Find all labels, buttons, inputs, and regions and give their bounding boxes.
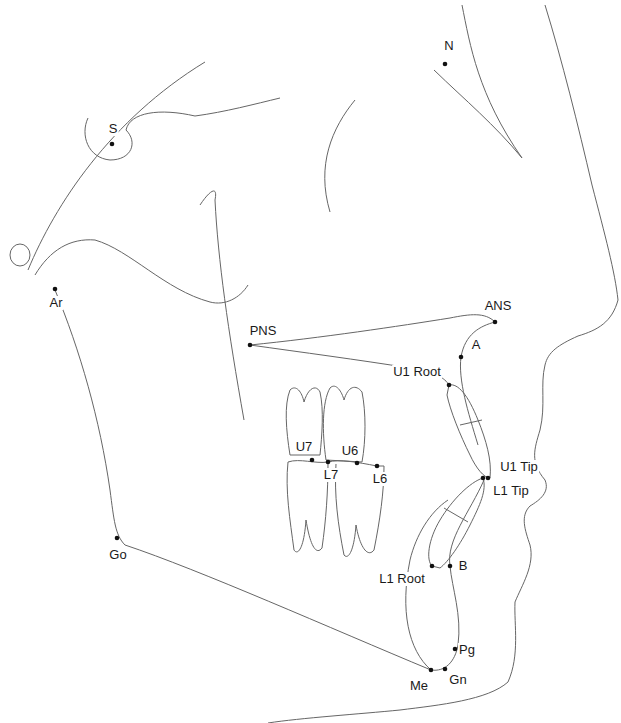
landmark-dot (493, 320, 498, 325)
landmark-dot (310, 458, 315, 463)
landmark-label: ANS (484, 299, 513, 313)
nasal-bone (434, 70, 522, 158)
landmark-label: L1 Root (378, 572, 426, 586)
landmark-dot (481, 476, 486, 481)
landmark-dot (453, 647, 458, 652)
landmark-dot (486, 476, 491, 481)
occlusal-line (288, 461, 384, 466)
frontal-line (462, 5, 522, 158)
landmark-dot (248, 343, 253, 348)
landmark-label: Ar (49, 296, 64, 310)
landmark-dot (448, 564, 453, 569)
upper-second-molar (286, 388, 322, 455)
landmark-label: S (108, 122, 119, 136)
landmark-label: U1 Tip (499, 460, 539, 474)
landmark-label: B (458, 559, 469, 573)
skull-base-line (35, 240, 248, 303)
landmark-dot (447, 383, 452, 388)
palate-lower (250, 345, 449, 385)
landmark-dot (459, 355, 464, 360)
landmark-dot (443, 667, 448, 672)
landmark-label: N (443, 39, 454, 53)
cranial-base (28, 62, 205, 270)
landmark-label: L7 (323, 468, 339, 482)
landmark-dot (326, 460, 331, 465)
lower-incisor-cej (444, 508, 468, 522)
pterygoid-line (200, 191, 244, 420)
landmark-label: Go (108, 548, 127, 562)
landmark-dot (110, 142, 115, 147)
landmark-label: U6 (341, 444, 360, 458)
upper-incisor (447, 385, 490, 478)
landmark-label: PNS (249, 324, 278, 338)
lower-incisor (429, 478, 484, 568)
landmark-dots (53, 62, 498, 673)
landmark-dot (53, 287, 58, 292)
landmark-dot (375, 464, 380, 469)
landmark-label: Pg (458, 643, 476, 657)
orbit-line (325, 100, 355, 212)
landmark-label: Gn (448, 673, 467, 687)
landmark-label: L1 Tip (492, 484, 529, 498)
landmark-dot (355, 461, 360, 466)
soft-tissue-profile (268, 5, 618, 723)
landmark-label: A (471, 338, 482, 352)
landmark-label: U1 Root (392, 365, 442, 379)
landmark-dot (430, 564, 435, 569)
landmark-label: Me (409, 679, 429, 693)
mandible-outline (55, 290, 484, 670)
landmark-label: L6 (372, 472, 388, 486)
sella-outline (85, 98, 280, 160)
landmark-label: U7 (295, 440, 314, 454)
landmark-dot (429, 668, 434, 673)
ear-rod (10, 244, 30, 266)
landmark-dot (115, 536, 120, 541)
upper-first-molar (323, 386, 365, 462)
upper-incisor-cej (460, 420, 482, 425)
landmark-dot (443, 62, 448, 67)
